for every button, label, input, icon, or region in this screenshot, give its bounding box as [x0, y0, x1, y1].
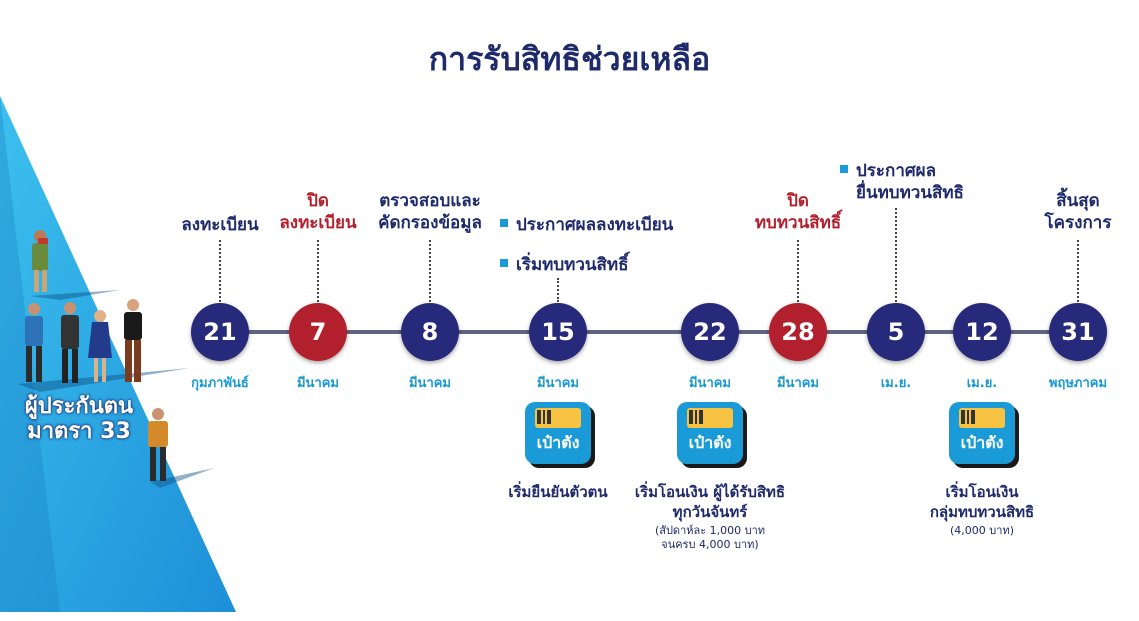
milestone-label-line: โครงการ [1044, 213, 1112, 233]
qr-code-icon [537, 410, 551, 424]
announcement-bullet: ยื่นทบทวนสิทธิ [856, 182, 964, 204]
qr-code-icon [689, 410, 703, 424]
announcement-bullet: ประกาศผลลงทะเบียน [500, 214, 673, 236]
date-month-label: เม.ย. [966, 376, 998, 391]
bullet-square-icon [500, 259, 508, 267]
person-icon [148, 408, 168, 481]
announcement-bullet: เริ่มทบทวนสิทธิ์ [500, 254, 628, 276]
caption-line: เริ่มโอนเงิน ผู้ได้รับสิทธิ [634, 483, 786, 501]
paotang-app-icon: เป๋าตัง [525, 402, 591, 464]
caption-line: เริ่มยืนยันตัวตน [508, 483, 608, 501]
paotang-app-icon: เป๋าตัง [677, 402, 743, 464]
milestone-label-line: ทบทวนสิทธิ์ [754, 213, 842, 233]
milestone-label-line: ปิด [787, 191, 809, 211]
app-name-label: เป๋าตัง [960, 433, 1004, 452]
qr-code-icon [961, 410, 975, 424]
bullet-text: ประกาศผลลงทะเบียน [516, 215, 674, 235]
date-marker-7: 7 [289, 303, 347, 361]
dotted-connector [429, 240, 431, 302]
milestone-label: ปิดลงทะเบียน [279, 190, 356, 234]
bullet-text: ประกาศผล [856, 161, 937, 181]
paotang-app-icon: เป๋าตัง [949, 402, 1015, 464]
people-group-icon [25, 299, 142, 383]
caption-line: ทุกวันจันทร์ [672, 503, 748, 521]
dotted-connector [557, 278, 559, 302]
announcement-bullet: ประกาศผล [840, 160, 936, 182]
date-month-label: มีนาคม [296, 376, 340, 391]
caption-line: เริ่มโอนเงิน [945, 483, 1019, 501]
milestone-label: ลงทะเบียน [181, 214, 258, 236]
section33-label: ผู้ประกันตน มาตรา 33 [24, 394, 134, 444]
date-month-label: มีนาคม [408, 376, 452, 391]
bullet-text: ยื่นทบทวนสิทธิ [856, 183, 964, 203]
milestone-label: สิ้นสุดโครงการ [1045, 190, 1112, 234]
person-icon [32, 230, 48, 292]
milestone-label-line: ลงทะเบียน [181, 215, 259, 235]
date-marker-12: 12 [953, 303, 1011, 361]
bullet-square-icon [500, 219, 508, 227]
caption-note-line: (4,000 บาท) [950, 524, 1014, 537]
milestone-label-line: ลงทะเบียน [279, 213, 357, 233]
caption-note-line: (สัปดาห์ละ 1,000 บาท [654, 524, 766, 537]
date-month-label: มีนาคม [536, 376, 580, 391]
timeline-line [220, 330, 1078, 334]
caption-line: กลุ่มทบทวนสิทธิ [929, 503, 1035, 521]
date-month-label: กุมภาพันธ์ [191, 376, 249, 391]
dotted-connector [895, 208, 897, 302]
dotted-connector [219, 240, 221, 302]
milestone-label: ตรวจสอบและคัดกรองข้อมูล [378, 190, 482, 234]
milestone-caption: เริ่มยืนยันตัวตน [508, 482, 607, 502]
date-month-label: มีนาคม [688, 376, 732, 391]
date-marker-5: 5 [867, 303, 925, 361]
page-title: การรับสิทธิช่วยเหลือ [428, 40, 711, 78]
date-month-label: พฤษภาคม [1048, 376, 1108, 391]
dotted-connector [1077, 240, 1079, 302]
date-month-label: เม.ย. [880, 376, 912, 391]
date-marker-31: 31 [1049, 303, 1107, 361]
caption-note: (สัปดาห์ละ 1,000 บาทจนครบ 4,000 บาท) [655, 524, 765, 552]
date-marker-28: 28 [769, 303, 827, 361]
app-name-label: เป๋าตัง [688, 433, 732, 452]
milestone-label-line: ตรวจสอบและ [379, 191, 481, 211]
date-marker-21: 21 [191, 303, 249, 361]
date-marker-8: 8 [401, 303, 459, 361]
milestone-label-line: สิ้นสุด [1056, 191, 1100, 211]
milestone-label: ปิดทบทวนสิทธิ์ [755, 190, 841, 234]
app-name-label: เป๋าตัง [536, 433, 580, 452]
milestone-label-line: คัดกรองข้อมูล [378, 213, 482, 233]
caption-note-line: จนครบ 4,000 บาท) [661, 538, 759, 551]
date-marker-15: 15 [529, 303, 587, 361]
dotted-connector [317, 240, 319, 302]
bullet-square-icon [840, 165, 848, 173]
milestone-label-line: ปิด [307, 191, 329, 211]
date-month-label: มีนาคม [776, 376, 820, 391]
milestone-caption: เริ่มโอนเงิน ผู้ได้รับสิทธิทุกวันจันทร์ [635, 482, 785, 522]
caption-note: (4,000 บาท) [950, 524, 1014, 538]
date-marker-22: 22 [681, 303, 739, 361]
milestone-caption: เริ่มโอนเงินกลุ่มทบทวนสิทธิ [930, 482, 1034, 522]
dotted-connector [797, 240, 799, 302]
bullet-text: เริ่มทบทวนสิทธิ์ [516, 255, 629, 275]
